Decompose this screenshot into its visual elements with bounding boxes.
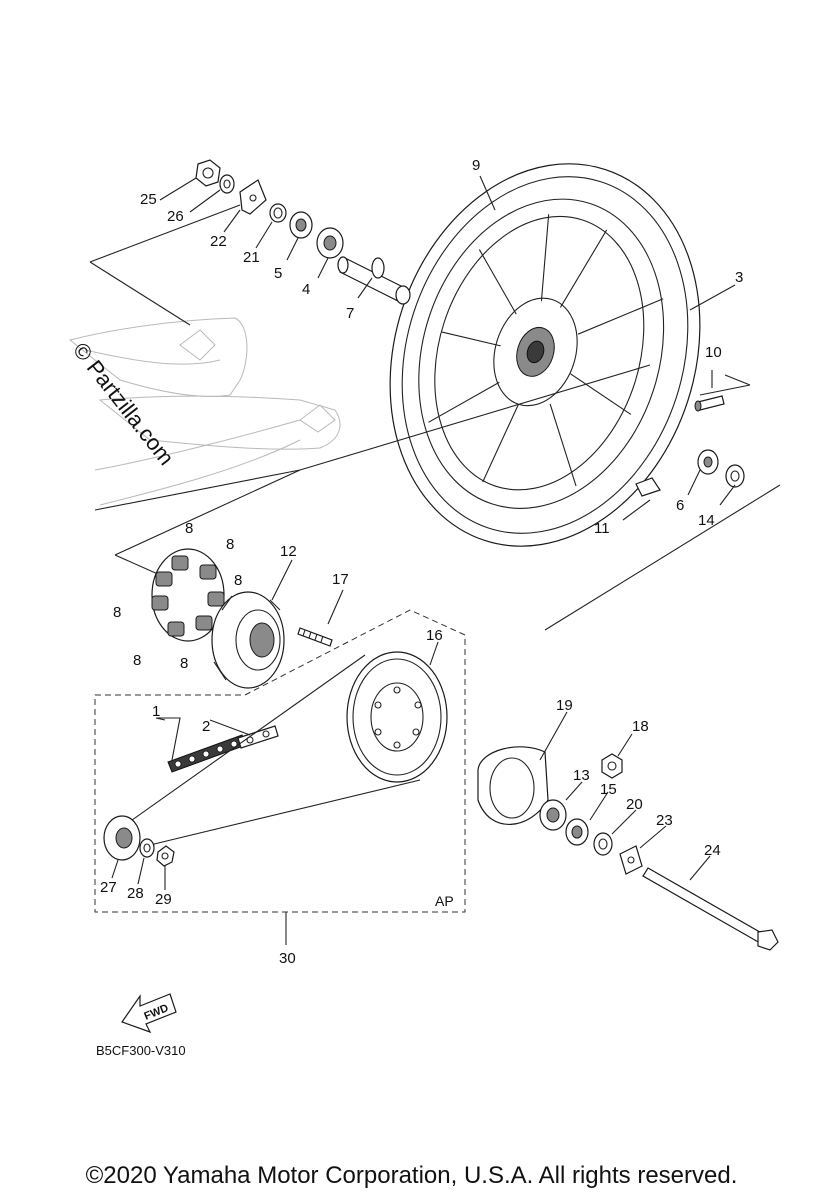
callout-24: 24 <box>704 842 721 859</box>
callout-18: 18 <box>632 718 649 735</box>
callout-8c: 8 <box>234 572 242 589</box>
oil-seal-5 <box>289 211 313 239</box>
washer-26 <box>219 174 235 194</box>
callout-1: 1 <box>152 703 160 720</box>
callout-8b: 8 <box>226 536 234 553</box>
collar-21 <box>269 203 287 223</box>
callout-8e: 8 <box>133 652 141 669</box>
fwd-arrow-icon: FWD <box>121 993 177 1034</box>
swingarm-outline <box>68 317 341 506</box>
washer-28 <box>139 838 155 858</box>
callout-8a: 8 <box>185 520 193 537</box>
callout-23: 23 <box>656 812 673 829</box>
balance-weight-11 <box>635 477 661 497</box>
valve-10 <box>694 395 725 412</box>
leader-lines <box>111 175 736 945</box>
callout-16: 16 <box>426 627 443 644</box>
callout-11: 11 <box>594 520 610 537</box>
chain-joint-2 <box>237 725 279 749</box>
nut-18 <box>601 753 623 779</box>
copyright-notice: ©2020 Yamaha Motor Corporation, U.S.A. A… <box>85 1162 738 1189</box>
drive-chain-kit-boundary <box>94 609 466 913</box>
wheel-axle-24 <box>642 867 779 951</box>
callout-8d: 8 <box>113 604 121 621</box>
callout-9: 9 <box>472 157 480 174</box>
callout-3: 3 <box>735 269 743 286</box>
bearing-13 <box>539 799 567 831</box>
callout-7: 7 <box>346 305 354 322</box>
bearing-4 <box>316 227 344 259</box>
oil-seal-15 <box>565 818 589 846</box>
callout-27: 27 <box>100 879 117 896</box>
nut-25 <box>195 159 221 187</box>
callout-22: 22 <box>210 233 227 250</box>
adjuster-plate-22 <box>239 179 267 215</box>
callout-19: 19 <box>556 697 573 714</box>
collar-7 <box>337 256 411 305</box>
callout-2: 2 <box>202 718 210 735</box>
callout-labels: 9 3 10 11 6 14 25 26 22 21 5 4 7 12 17 8… <box>100 157 743 967</box>
callout-29: 29 <box>155 891 172 908</box>
rear-wheel <box>389 163 701 547</box>
stud-bolt-17 <box>297 627 333 647</box>
callout-10: 10 <box>705 344 722 361</box>
callout-28: 28 <box>127 885 144 902</box>
callout-4: 4 <box>302 281 310 298</box>
callout-26: 26 <box>167 208 184 225</box>
ap-label: AP <box>435 893 454 909</box>
clutch-hub-12 <box>211 591 285 689</box>
collar-14 <box>725 464 745 488</box>
assembly-outline <box>89 204 781 631</box>
callout-14: 14 <box>698 512 715 529</box>
callout-30: 30 <box>279 950 296 967</box>
callout-12: 12 <box>280 543 297 560</box>
callout-17: 17 <box>332 571 349 588</box>
callout-13: 13 <box>573 767 590 784</box>
collar-20 <box>593 832 613 856</box>
callout-25: 25 <box>140 191 157 208</box>
adjuster-plate-23 <box>619 845 643 875</box>
diagram-code: B5CF300-V310 <box>96 1043 186 1058</box>
damper-rubbers-8 <box>151 548 225 642</box>
caliper-bracket-19 <box>477 746 549 825</box>
callout-20: 20 <box>626 796 643 813</box>
collar-6 <box>697 449 719 475</box>
callout-5: 5 <box>274 265 282 282</box>
drive-sprocket-27 <box>103 815 141 861</box>
callout-15: 15 <box>600 781 617 798</box>
nut-29 <box>156 845 175 867</box>
callout-6: 6 <box>676 497 684 514</box>
sprocket-16 <box>346 651 448 783</box>
chain-path <box>117 654 421 846</box>
callout-21: 21 <box>243 249 260 266</box>
callout-8f: 8 <box>180 655 188 672</box>
